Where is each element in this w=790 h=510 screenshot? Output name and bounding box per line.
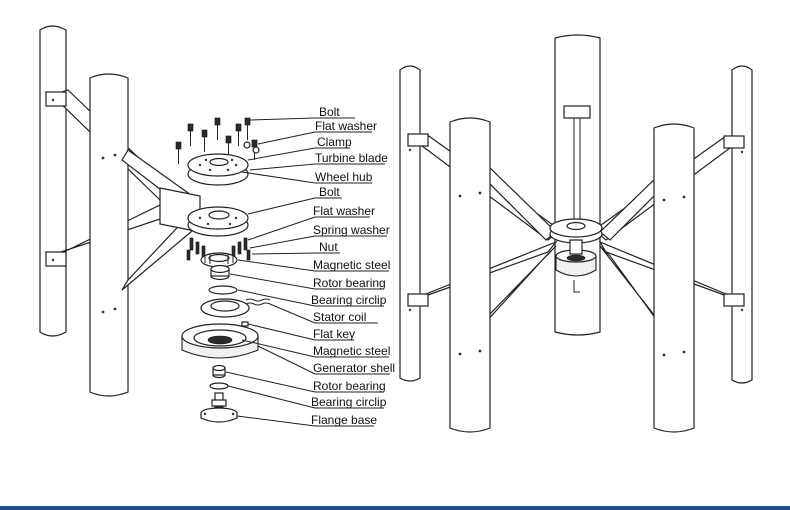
bearing-circlip-lower	[209, 382, 229, 390]
flat-key	[241, 321, 249, 327]
label-spring-washer: Spring washer	[313, 223, 390, 237]
arm-upper-left-front	[483, 167, 557, 241]
label-bolt-top: Bolt	[319, 105, 340, 119]
label-rotor-bearing-upper: Rotor bearing	[313, 276, 386, 290]
top-bolts	[175, 117, 260, 164]
right-front-right-blade	[653, 123, 695, 433]
flange-base	[200, 392, 238, 423]
label-rotor-bearing-lower: Rotor bearing	[313, 379, 386, 393]
left-back-blade	[39, 25, 67, 337]
rotor-bearing-lower	[212, 364, 226, 379]
exploded-parts	[175, 117, 271, 423]
left-front-blade	[89, 73, 129, 397]
label-flat-washer-top: Flat washer	[315, 119, 377, 133]
label-clamp: Clamp	[317, 135, 352, 149]
left-back-upper-clamp	[45, 91, 67, 107]
label-flat-washer-lower: Flat washer	[313, 204, 375, 218]
right-turbine	[399, 34, 753, 433]
label-bearing-circlip-lower: Bearing circlip	[311, 395, 387, 409]
label-stator-coil: Stator coil	[313, 310, 366, 324]
label-bearing-circlip-upper: Bearing circlip	[311, 293, 387, 307]
left-back-lower-clamp	[45, 251, 67, 267]
label-nut: Nut	[319, 240, 338, 254]
generator-shell	[181, 323, 259, 359]
right-rear-clamp	[563, 105, 591, 119]
right-rear-blade	[554, 34, 601, 336]
right-left-back-blade	[399, 65, 421, 382]
label-flange-base: Flange base	[311, 413, 377, 427]
right-front-left-blade	[449, 117, 491, 433]
label-turbine-blade: Turbine blade	[315, 151, 388, 165]
right-right-back-blade	[731, 65, 753, 384]
bearing-circlip-upper	[208, 285, 238, 295]
rotor-bearing-upper	[210, 264, 230, 281]
label-wheel-hub: Wheel hub	[315, 170, 373, 184]
stator-coil	[200, 298, 271, 318]
leader-lines	[225, 117, 390, 427]
right-hub-generator	[549, 218, 603, 293]
left-turbine	[39, 25, 201, 397]
label-generator-shell: Generator shell	[313, 361, 395, 375]
label-flat-key: Flat key	[313, 327, 355, 341]
part-labels: Bolt Flat washer Clamp Turbine blade Whe…	[311, 105, 395, 427]
wheel-hub	[187, 206, 249, 237]
clamp-plate	[187, 153, 249, 186]
label-bolt-lower: Bolt	[319, 185, 340, 199]
bottom-accent-bar	[0, 506, 790, 510]
label-magnetic-steel-lower: Magnetic steel	[313, 344, 390, 358]
label-magnetic-steel-upper: Magnetic steel	[313, 258, 390, 272]
magnetic-steel-ring	[200, 252, 238, 268]
